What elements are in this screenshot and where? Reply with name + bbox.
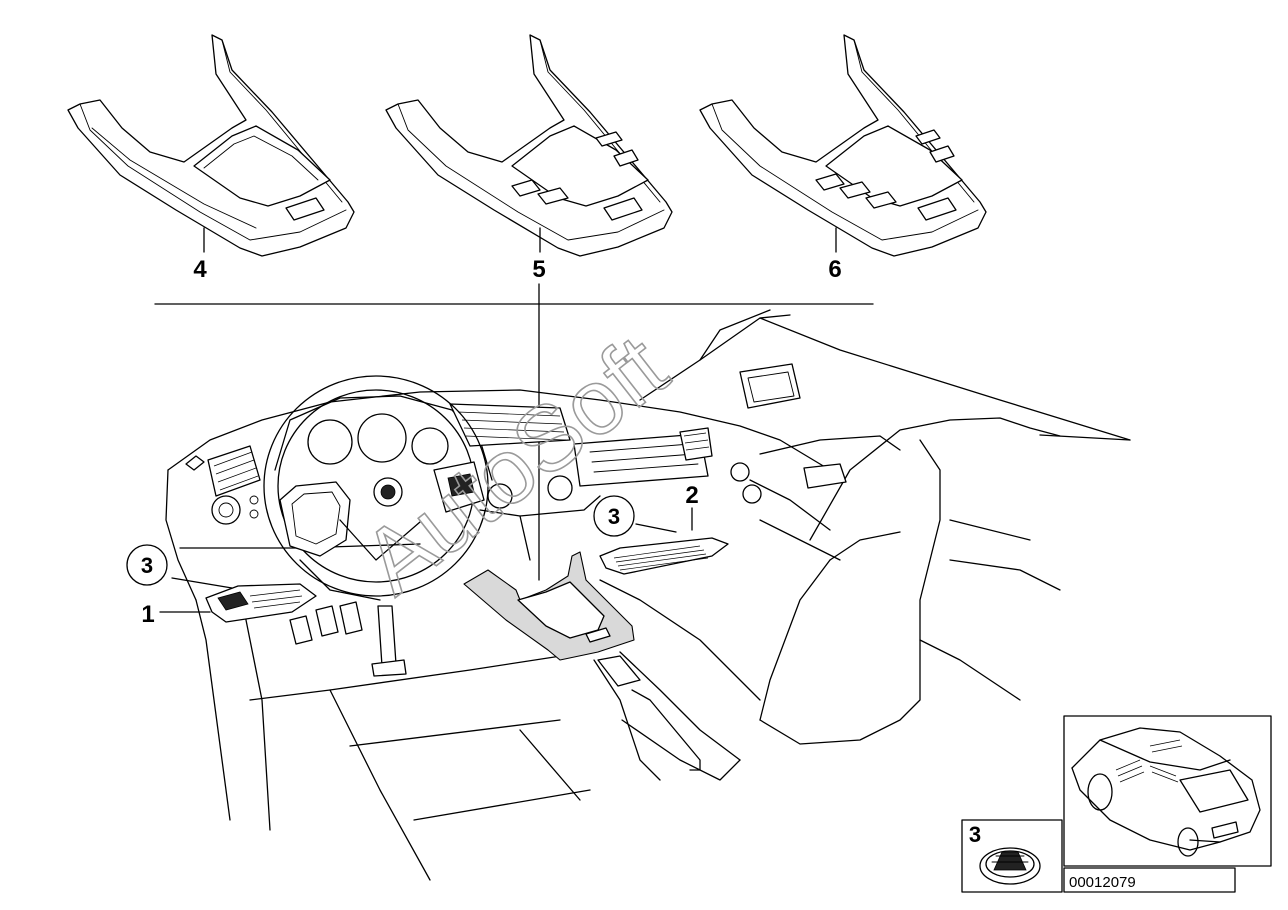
callout-3-left: 3 <box>126 544 168 586</box>
car-interior-illustration <box>159 309 1131 881</box>
clip-detail-box: 3 <box>961 819 1063 893</box>
callout-label-3-left: 3 <box>141 553 153 578</box>
callout-3-right: 3 <box>593 495 635 537</box>
console-trim-variant-5 <box>385 34 673 257</box>
part-label-1: 1 <box>141 601 154 628</box>
console-trim-variant-4 <box>67 34 355 257</box>
console-trim-variant-6 <box>699 34 987 257</box>
catalog-number: 00012079 <box>1069 874 1136 891</box>
callout-label-3-right: 3 <box>608 504 620 529</box>
part-label-6: 6 <box>828 256 841 283</box>
part-label-4: 4 <box>193 256 207 283</box>
catalog-number-box: 00012079 <box>1063 867 1236 893</box>
detail-box-label: 3 <box>969 822 981 847</box>
part-label-5: 5 <box>532 256 545 283</box>
part-label-2: 2 <box>685 482 698 509</box>
vehicle-locator-box <box>1063 715 1272 867</box>
